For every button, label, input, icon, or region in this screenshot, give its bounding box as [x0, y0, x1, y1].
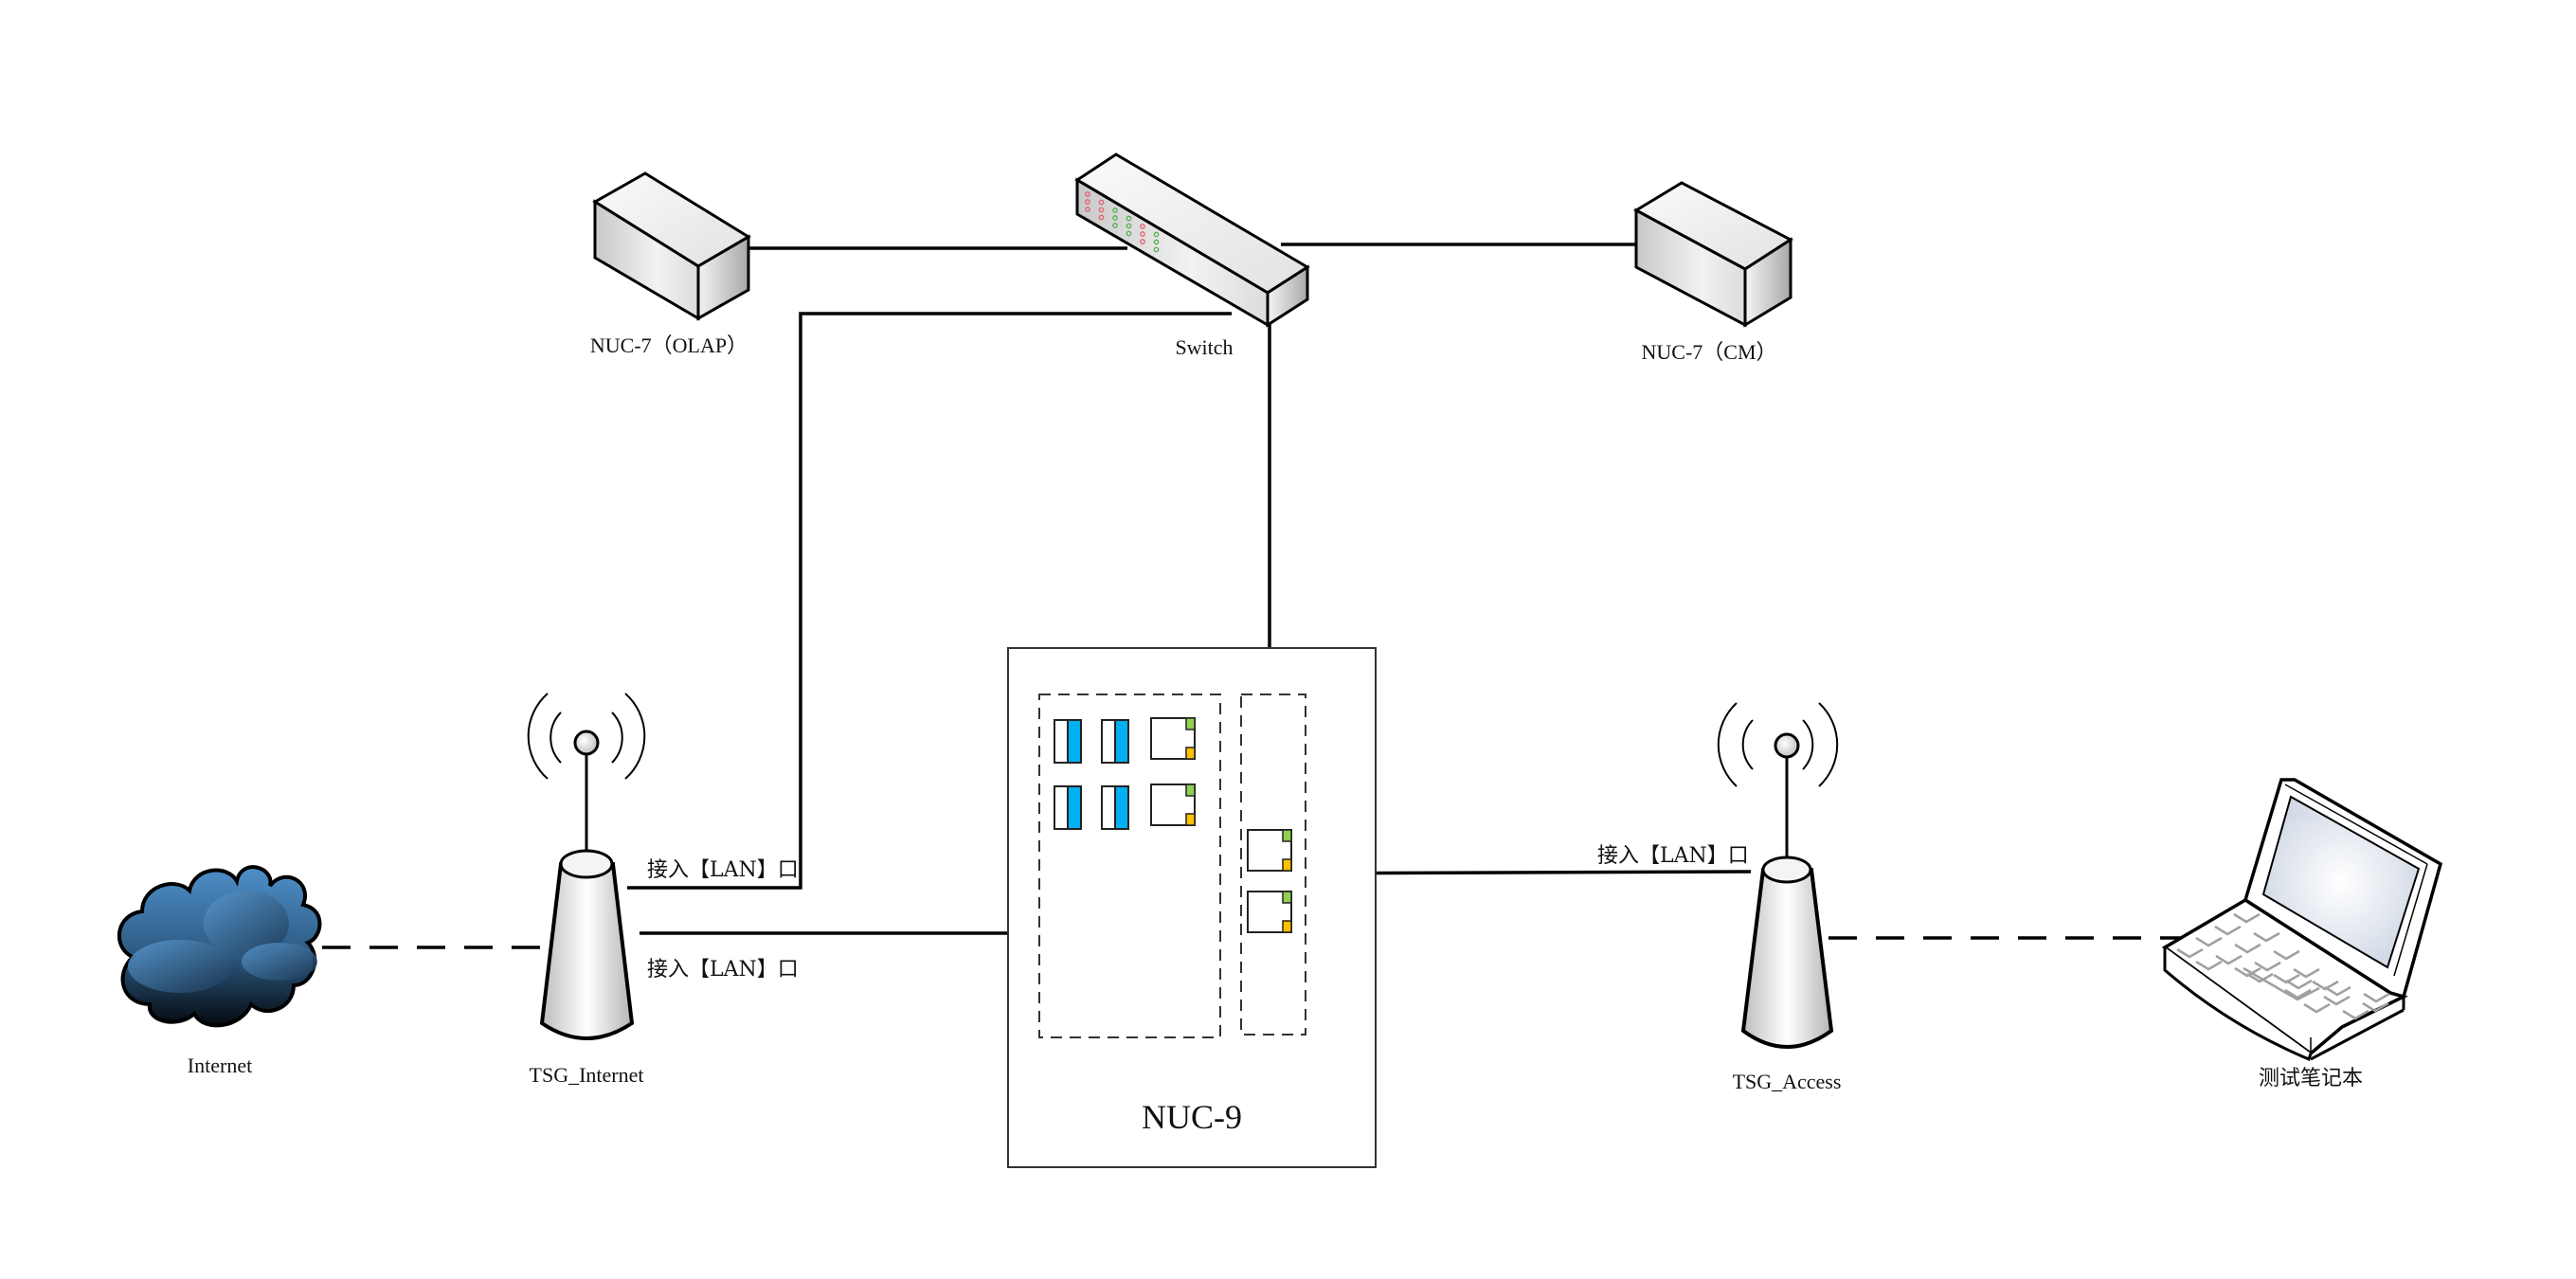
ethernet-port-icon[interactable]: [1247, 891, 1292, 933]
nuc9-label: NUC-9: [1142, 1098, 1242, 1136]
laptop-key-icon: [2195, 936, 2223, 947]
switch-led-icon: [1098, 199, 1105, 206]
laptop-key-icon: [2363, 992, 2390, 1003]
nuc7-cm-server-icon[interactable]: [1632, 181, 1793, 328]
tsg-internet-label: TSG_Internet: [529, 1063, 644, 1087]
laptop-key-icon: [2234, 943, 2261, 954]
laptop-key-icon: [2246, 972, 2274, 983]
laptop-key-icon: [2362, 1001, 2389, 1013]
laptop-key-icon: [2285, 979, 2313, 990]
switch-led-icon: [1140, 224, 1145, 229]
nuc7-cm-label: NUC-7（CM）: [1641, 340, 1777, 364]
switch-led-icon: [1153, 239, 1160, 245]
nuc7-olap-label: NUC-7（OLAP）: [589, 333, 748, 357]
switch-port-leds: [1085, 191, 1160, 253]
laptop-key-icon: [2273, 949, 2300, 961]
laptop-key-icon: [2303, 1002, 2331, 1014]
switch-led-icon: [1112, 207, 1118, 213]
switch-label: Switch: [1175, 335, 1234, 359]
switch-led-icon: [1140, 231, 1145, 237]
laptop-key-icon: [2215, 954, 2243, 965]
laptop-key-icon: [2273, 973, 2300, 984]
nuc7-olap-server-icon[interactable]: [592, 171, 751, 321]
switch-led-icon: [1153, 246, 1160, 253]
ethernet-port-icon[interactable]: [1150, 784, 1196, 826]
laptop-key-icon: [2254, 961, 2281, 972]
edge-label-tsg-internet-switch: 接入【LAN】口: [647, 858, 799, 882]
ethernet-port-icon[interactable]: [1247, 829, 1292, 872]
switch-led-icon: [1126, 215, 1132, 222]
laptop-key-icon: [2312, 980, 2339, 991]
laptop-label: 测试笔记本: [2258, 1066, 2364, 1090]
switch-led-icon: [1140, 239, 1145, 244]
laptop-key-icon: [2342, 1009, 2369, 1020]
ethernet-port-icon[interactable]: [1150, 717, 1196, 760]
edge-tsg-internet-switch: [627, 312, 1232, 890]
laptop-key-icon: [2233, 912, 2261, 924]
nuc9-chassis[interactable]: [1007, 647, 1377, 1168]
laptop-keyboard: [2176, 912, 2390, 1020]
usb-port-icon: [1054, 785, 1082, 830]
switch-led-icon: [1098, 214, 1105, 221]
laptop-key-icon: [2324, 985, 2351, 997]
switch-led-icon: [1112, 215, 1118, 221]
tsg-access-label: TSG_Access: [1732, 1070, 1842, 1093]
switch-led-icon: [1153, 231, 1160, 238]
switch-led-icon: [1085, 199, 1090, 205]
nuc9-port-group-right: [1240, 694, 1306, 1036]
switch-led-icon: [1126, 223, 1132, 229]
laptop-key-icon: [2176, 947, 2204, 959]
edge-label-tsg-access-nuc9: 接入【LAN】口: [1597, 844, 1749, 868]
usb-port-icon: [1101, 719, 1129, 764]
laptop-key-icon: [2284, 988, 2312, 1000]
laptop-key-icon: [2323, 995, 2351, 1006]
laptop-key-icon: [2253, 931, 2280, 943]
laptop-key-icon: [2214, 925, 2242, 936]
laptop-key-icon: [2195, 960, 2223, 971]
switch-led-icon: [1126, 230, 1132, 237]
internet-label: Internet: [187, 1054, 253, 1077]
test-laptop-icon[interactable]: [2161, 778, 2443, 1062]
switch-led-icon: [1098, 207, 1105, 213]
internet-cloud-icon[interactable]: [117, 865, 322, 1028]
laptop-key-icon: [2234, 966, 2261, 978]
usb-port-icon: [1054, 719, 1082, 764]
switch-led-icon: [1112, 223, 1118, 228]
tsg-internet-router-icon[interactable]: [527, 693, 646, 1040]
switch-led-icon: [1085, 191, 1090, 197]
laptop-key-icon: [2293, 967, 2320, 979]
edge-label-tsg-internet-nuc9: 接入【LAN】口: [647, 958, 799, 982]
tsg-access-router-icon[interactable]: [1717, 702, 1839, 1049]
switch-led-icon: [1085, 207, 1090, 212]
nuc9-port-group-left: [1038, 694, 1221, 1038]
laptop-spacebar-icon: [2243, 966, 2320, 1001]
usb-port-icon: [1101, 785, 1129, 830]
switch-icon[interactable]: [1074, 153, 1310, 328]
